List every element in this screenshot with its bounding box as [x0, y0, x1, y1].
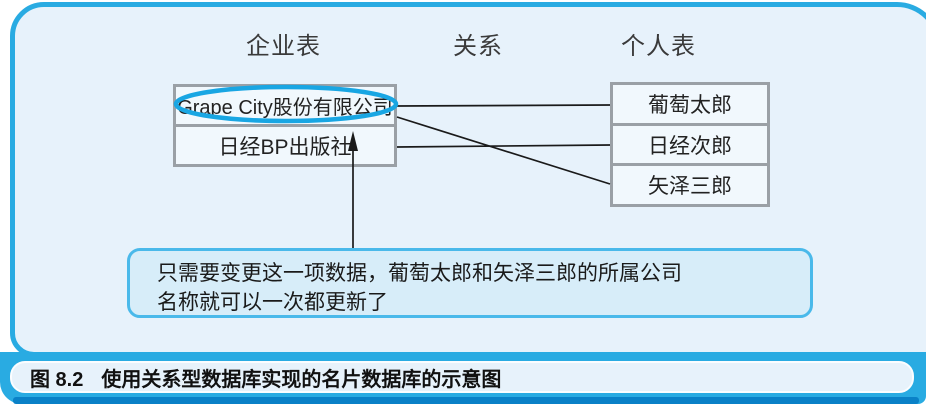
figure-caption: 图 8.2 使用关系型数据库实现的名片数据库的示意图	[10, 361, 914, 393]
table-row: 日经BP出版社	[176, 127, 394, 164]
column-header-person-table: 个人表	[621, 33, 696, 60]
column-header-relation: 关系	[453, 33, 503, 60]
callout-line-2: 名称就可以一次都更新了	[157, 291, 388, 314]
company-table: Grape City股份有限公司 日经BP出版社	[173, 84, 397, 167]
figure-number: 图 8.2	[30, 368, 84, 391]
table-row: 日经次郎	[613, 125, 767, 164]
callout-line-1: 只需要变更这一项数据，葡萄太郎和矢泽三郎的所属公司	[157, 262, 682, 285]
person-table: 葡萄太郎 日经次郎 矢泽三郎	[610, 82, 770, 207]
figure-caption-text: 使用关系型数据库实现的名片数据库的示意图	[101, 368, 502, 391]
column-header-company-table: 企业表	[246, 33, 321, 60]
table-row: Grape City股份有限公司	[176, 87, 394, 124]
table-row: 矢泽三郎	[613, 166, 767, 205]
bottom-rule	[13, 397, 919, 404]
table-row: 葡萄太郎	[613, 85, 767, 123]
callout-note: 只需要变更这一项数据，葡萄太郎和矢泽三郎的所属公司 名称就可以一次都更新了	[127, 248, 813, 318]
